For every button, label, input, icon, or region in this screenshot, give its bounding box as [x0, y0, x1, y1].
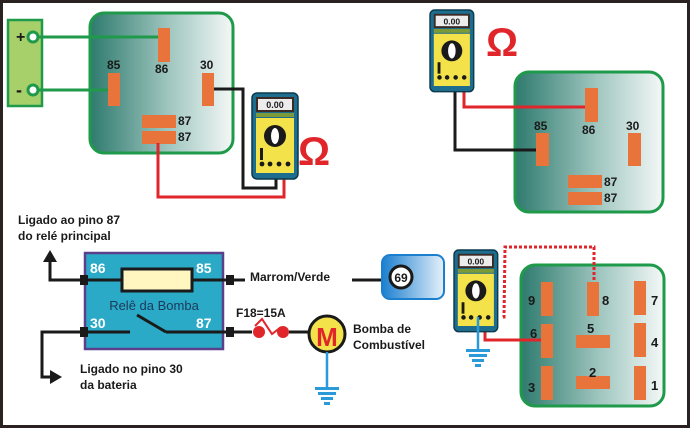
pump-label-line1: Bomba de	[353, 322, 411, 336]
arrow-up-icon	[43, 250, 57, 262]
ground-icon-2	[466, 349, 490, 367]
label4-7: 7	[651, 293, 658, 308]
fuse-icon	[254, 317, 282, 336]
arrow-right-icon	[50, 370, 62, 384]
pin4-7	[634, 281, 646, 315]
multimeter-2: 0.00	[429, 9, 475, 93]
label4-3: 3	[528, 380, 535, 395]
pin4-4	[634, 323, 646, 357]
minus-terminal-icon	[26, 83, 40, 97]
label2-30: 30	[626, 119, 640, 133]
wire-meter-to-pin8-dotted	[502, 245, 596, 319]
note-bottom-line2: da bateria	[80, 378, 137, 392]
label4-4: 4	[651, 335, 659, 350]
pin2-86	[585, 88, 598, 122]
pump-relay-title: Relê da Bomba	[109, 298, 199, 313]
note-top-line2: do relé principal	[18, 229, 111, 243]
label4-5: 5	[587, 321, 594, 336]
fuse-terminal-right	[277, 326, 289, 338]
panel-connector-test: 9 8 7 6 5 4 3 2 1 0.00	[453, 245, 666, 408]
label-87b: 87	[178, 130, 192, 144]
pin-87a	[142, 115, 176, 128]
label4-2: 2	[589, 365, 596, 380]
multimeter-1: 0.00	[251, 92, 299, 180]
fuse-terminal-left	[253, 326, 265, 338]
pump-label-line2: Combustível	[353, 338, 425, 352]
pin4-6	[541, 324, 553, 358]
pin-87b	[142, 131, 176, 144]
wire-meter-to-85	[453, 92, 537, 152]
fuse-label: F18=15A	[236, 306, 286, 320]
meter-2-display: 0.00	[444, 16, 461, 26]
battery-plus-label: +	[16, 29, 25, 46]
label4-9: 9	[528, 293, 535, 308]
battery-minus-label: -	[16, 80, 22, 100]
pin4-5	[576, 335, 610, 348]
pin-85	[108, 73, 120, 106]
meter-1-display: 0.00	[266, 100, 284, 110]
pin4-1	[634, 366, 646, 400]
omega-icon-2: Ω	[486, 21, 518, 65]
pin2-30	[628, 133, 641, 166]
switch-contact	[136, 313, 167, 334]
label4-8: 8	[602, 293, 609, 308]
pin4-3	[541, 366, 553, 400]
panel-relay-coil-test: + - 85 86 30 87 87 0.00 Ω	[6, 11, 330, 199]
label2-86: 86	[582, 123, 596, 137]
wire-color-label: Marrom/Verde	[250, 270, 330, 284]
main-relay	[88, 11, 235, 155]
plus-terminal-icon	[26, 30, 40, 44]
label-30: 30	[200, 58, 214, 72]
pin-86	[158, 28, 170, 62]
pump-label-30: 30	[90, 315, 106, 331]
pin4-9	[541, 282, 553, 316]
wire-30-to-battery	[40, 330, 84, 379]
pin2-85	[536, 133, 549, 166]
motor-letter: M	[316, 322, 338, 352]
label-86: 86	[155, 62, 169, 76]
pump-label-86: 86	[90, 260, 106, 276]
relay-coil	[120, 267, 194, 293]
meter-3-display: 0.00	[468, 256, 485, 266]
wire-86-to-main-relay	[48, 260, 84, 282]
pin2-87b	[568, 192, 602, 205]
multimeter-3: 0.00	[453, 249, 499, 333]
label-87a: 87	[178, 114, 192, 128]
note-bottom-line1: Ligado no pino 30	[80, 362, 183, 376]
label2-87b: 87	[604, 191, 618, 205]
connector-number: 69	[394, 271, 408, 285]
pin2-87a	[568, 175, 602, 188]
pin-30	[202, 73, 214, 106]
pump-label-85: 85	[196, 260, 212, 276]
panel-relay-resistance-test: 85 86 30 87 87 0.00 Ω	[429, 9, 665, 214]
label2-87a: 87	[604, 175, 618, 189]
pin4-8	[587, 282, 599, 316]
pump-label-87: 87	[196, 315, 212, 331]
label2-85: 85	[534, 119, 548, 133]
panel-pump-circuit: Ligado ao pino 87 do relé principal 86 8…	[18, 213, 445, 405]
wire-meter-to-86	[462, 92, 585, 109]
pin4-2	[576, 376, 610, 389]
ground-icon-1	[315, 387, 339, 405]
label4-1: 1	[651, 378, 658, 393]
connector-pin-badge	[388, 264, 414, 290]
omega-icon-1: Ω	[298, 130, 330, 174]
label4-6: 6	[530, 326, 537, 341]
note-top-line1: Ligado ao pino 87	[18, 213, 120, 227]
label-85: 85	[107, 58, 121, 72]
